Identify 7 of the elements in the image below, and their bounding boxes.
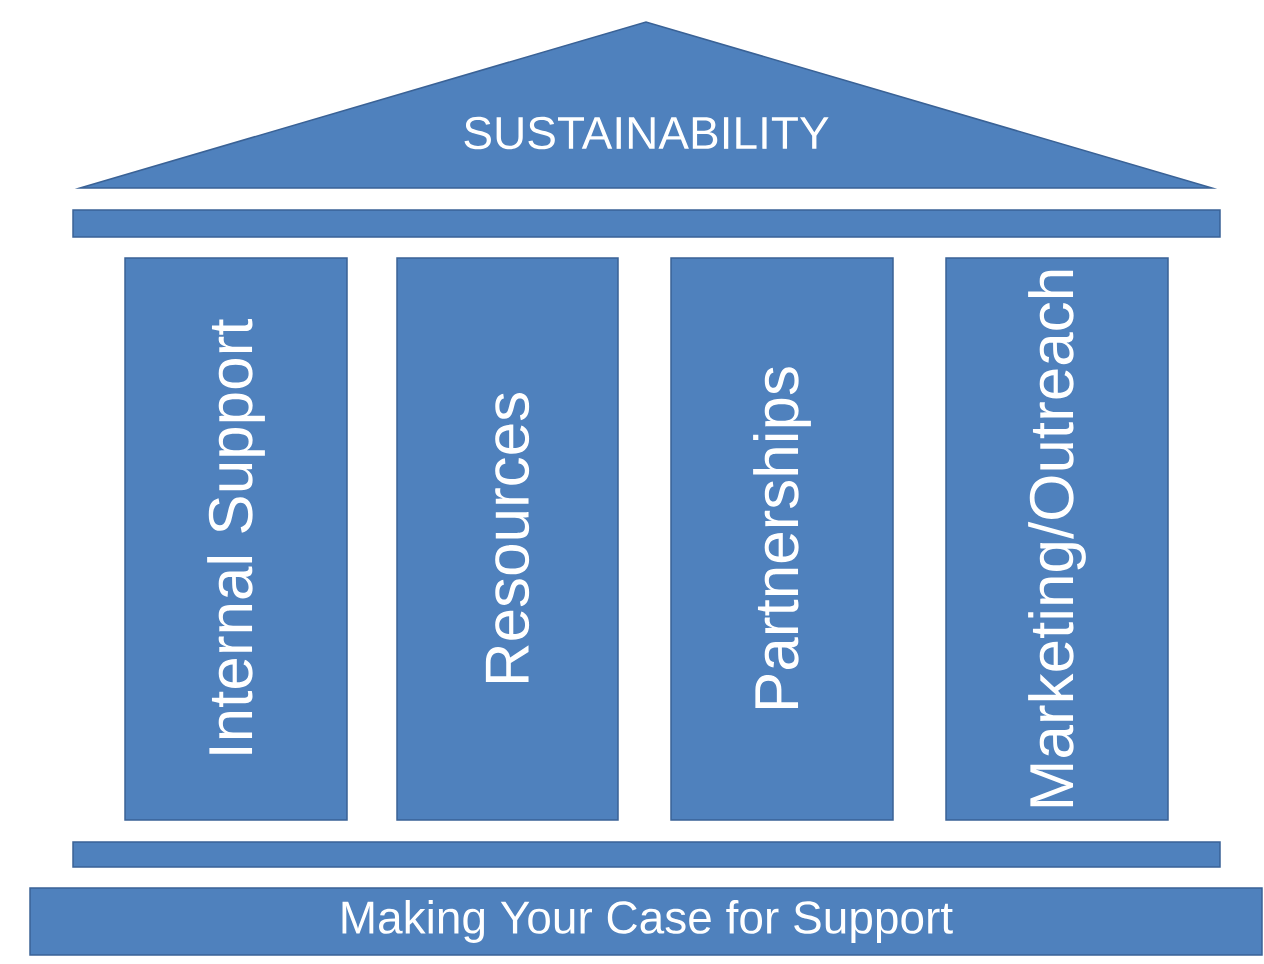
pillar: Resources xyxy=(396,257,619,821)
base-band: Making Your Case for Support xyxy=(29,887,1263,956)
base-bar xyxy=(72,841,1221,868)
beam-bar xyxy=(72,209,1221,238)
pillar: Internal Support xyxy=(124,257,348,821)
pillar: Marketing/Outreach xyxy=(945,257,1169,821)
pillar: Partnerships xyxy=(670,257,894,821)
